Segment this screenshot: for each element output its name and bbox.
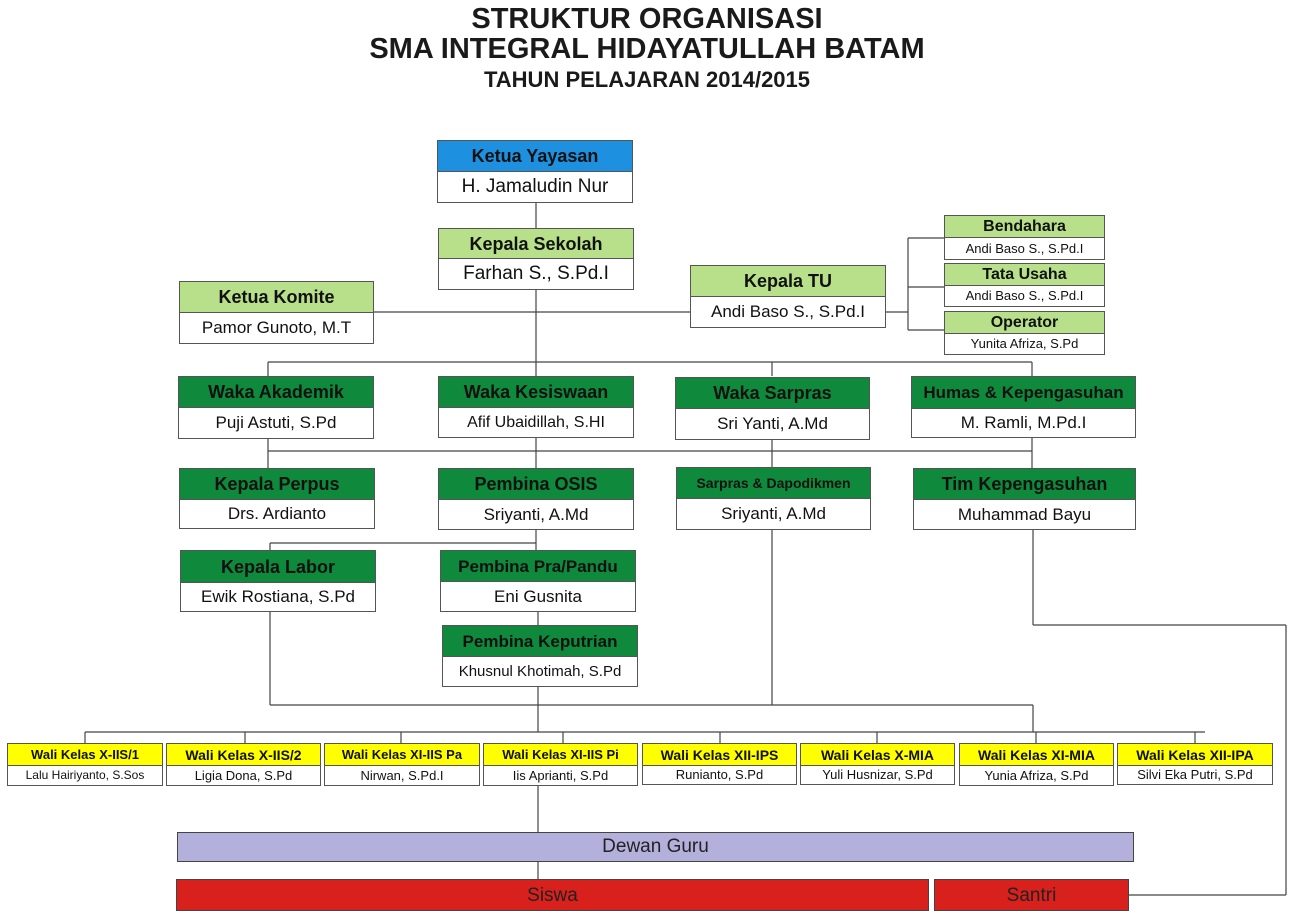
wali-kelas-name: Yunia Afriza, S.Pd: [960, 766, 1113, 785]
kepala-tu-box: Kepala TU Andi Baso S., S.Pd.I: [690, 265, 886, 328]
wali-kelas-role: Wali Kelas X-IIS/1: [8, 744, 162, 766]
wali-kelas-name: Ligia Dona, S.Pd: [167, 766, 320, 785]
wali-kelas-role: Wali Kelas XI-IIS Pa: [325, 744, 479, 766]
wali-kelas-name: Runianto, S.Pd: [643, 766, 796, 784]
waka-akademik-role: Waka Akademik: [179, 377, 373, 408]
kepala-tu-role: Kepala TU: [691, 266, 885, 297]
pembina-keputrian-name: Khusnul Khotimah, S.Pd: [443, 657, 637, 686]
kepala-sekolah-role: Kepala Sekolah: [439, 229, 633, 259]
santri-bar: Santri: [934, 879, 1129, 911]
wali-kelas-box: Wali Kelas XII-IPA Silvi Eka Putri, S.Pd: [1117, 743, 1273, 785]
siswa-bar: Siswa: [176, 879, 929, 911]
kepala-sekolah-name: Farhan S., S.Pd.I: [439, 259, 633, 289]
operator-role: Operator: [945, 312, 1104, 334]
bendahara-box: Bendahara Andi Baso S., S.Pd.I: [944, 215, 1105, 260]
wali-kelas-role: Wali Kelas XI-IIS Pi: [484, 744, 637, 766]
pembina-keputrian-role: Pembina Keputrian: [443, 626, 637, 657]
wali-kelas-name: Yuli Husnizar, S.Pd: [801, 766, 954, 784]
ketua-komite-name: Pamor Gunoto, M.T: [180, 313, 373, 343]
wali-kelas-box: Wali Kelas X-MIA Yuli Husnizar, S.Pd: [800, 743, 955, 785]
waka-sarpras-name: Sri Yanti, A.Md: [676, 409, 869, 439]
pembina-pramuka-name: Eni Gusnita: [441, 582, 635, 611]
kepala-labor-box: Kepala Labor Ewik Rostiana, S.Pd: [180, 550, 376, 612]
wali-kelas-name: Silvi Eka Putri, S.Pd: [1118, 766, 1272, 784]
wali-kelas-name: Nirwan, S.Pd.I: [325, 766, 479, 785]
wali-kelas-box: Wali Kelas X-IIS/2 Ligia Dona, S.Pd: [166, 743, 321, 786]
tata-usaha-box: Tata Usaha Andi Baso S., S.Pd.I: [944, 263, 1105, 307]
waka-akademik-name: Puji Astuti, S.Pd: [179, 408, 373, 438]
pembina-pramuka-role: Pembina Pra/Pandu: [441, 551, 635, 582]
humas-box: Humas & Kepengasuhan M. Ramli, M.Pd.I: [911, 376, 1136, 438]
kepala-labor-name: Ewik Rostiana, S.Pd: [181, 583, 375, 611]
wali-kelas-name: Lalu Hairiyanto, S.Sos: [8, 766, 162, 785]
wali-kelas-role: Wali Kelas XII-IPA: [1118, 744, 1272, 766]
chart-title: STRUKTUR ORGANISASI: [471, 3, 823, 35]
ketua-yayasan-box: Ketua Yayasan H. Jamaludin Nur: [437, 140, 633, 203]
sarpras-dapodikmen-box: Sarpras & Dapodikmen Sriyanti, A.Md: [676, 467, 871, 530]
operator-box: Operator Yunita Afriza, S.Pd: [944, 311, 1105, 355]
dewan-guru-bar: Dewan Guru: [177, 832, 1134, 862]
kepala-labor-role: Kepala Labor: [181, 551, 375, 583]
ketua-komite-role: Ketua Komite: [180, 282, 373, 313]
wali-kelas-box: Wali Kelas XI-MIA Yunia Afriza, S.Pd: [959, 743, 1114, 786]
sarpras-dapodikmen-name: Sriyanti, A.Md: [677, 499, 870, 529]
wali-kelas-role: Wali Kelas XI-MIA: [960, 744, 1113, 766]
tim-kepengasuhan-name: Muhammad Bayu: [914, 500, 1135, 529]
waka-sarpras-box: Waka Sarpras Sri Yanti, A.Md: [675, 377, 870, 440]
wali-kelas-box: Wali Kelas XII-IPS Runianto, S.Pd: [642, 743, 797, 785]
waka-akademik-box: Waka Akademik Puji Astuti, S.Pd: [178, 376, 374, 439]
waka-kesiswaan-box: Waka Kesiswaan Afif Ubaidillah, S.HI: [438, 376, 634, 438]
tata-usaha-name: Andi Baso S., S.Pd.I: [945, 286, 1104, 306]
humas-name: M. Ramli, M.Pd.I: [912, 409, 1135, 437]
pembina-osis-role: Pembina OSIS: [439, 469, 633, 500]
ketua-yayasan-role: Ketua Yayasan: [438, 141, 632, 172]
kepala-perpus-name: Drs. Ardianto: [180, 500, 374, 528]
pembina-keputrian-box: Pembina Keputrian Khusnul Khotimah, S.Pd: [442, 625, 638, 687]
pembina-pramuka-box: Pembina Pra/Pandu Eni Gusnita: [440, 550, 636, 612]
operator-name: Yunita Afriza, S.Pd: [945, 334, 1104, 354]
kepala-perpus-role: Kepala Perpus: [180, 469, 374, 500]
tim-kepengasuhan-box: Tim Kepengasuhan Muhammad Bayu: [913, 468, 1136, 530]
academic-year: TAHUN PELAJARAN 2014/2015: [483, 67, 811, 92]
ketua-yayasan-name: H. Jamaludin Nur: [438, 172, 632, 202]
waka-sarpras-role: Waka Sarpras: [676, 378, 869, 409]
waka-kesiswaan-role: Waka Kesiswaan: [439, 377, 633, 408]
wali-kelas-box: Wali Kelas X-IIS/1 Lalu Hairiyanto, S.So…: [7, 743, 163, 786]
tim-kepengasuhan-role: Tim Kepengasuhan: [914, 469, 1135, 500]
kepala-tu-name: Andi Baso S., S.Pd.I: [691, 297, 885, 327]
wali-kelas-role: Wali Kelas X-MIA: [801, 744, 954, 766]
wali-kelas-role: Wali Kelas XII-IPS: [643, 744, 796, 766]
bendahara-name: Andi Baso S., S.Pd.I: [945, 238, 1104, 259]
pembina-osis-box: Pembina OSIS Sriyanti, A.Md: [438, 468, 634, 530]
humas-role: Humas & Kepengasuhan: [912, 377, 1135, 409]
wali-kelas-box: Wali Kelas XI-IIS Pi Iis Aprianti, S.Pd: [483, 743, 638, 786]
bendahara-role: Bendahara: [945, 216, 1104, 238]
wali-kelas-role: Wali Kelas X-IIS/2: [167, 744, 320, 766]
kepala-sekolah-box: Kepala Sekolah Farhan S., S.Pd.I: [438, 228, 634, 290]
pembina-osis-name: Sriyanti, A.Md: [439, 500, 633, 529]
wali-kelas-box: Wali Kelas XI-IIS Pa Nirwan, S.Pd.I: [324, 743, 480, 786]
kepala-perpus-box: Kepala Perpus Drs. Ardianto: [179, 468, 375, 529]
wali-kelas-name: Iis Aprianti, S.Pd: [484, 766, 637, 785]
ketua-komite-box: Ketua Komite Pamor Gunoto, M.T: [179, 281, 374, 344]
sarpras-dapodikmen-role: Sarpras & Dapodikmen: [677, 468, 870, 499]
school-name: SMA INTEGRAL HIDAYATULLAH BATAM: [369, 33, 925, 65]
waka-kesiswaan-name: Afif Ubaidillah, S.HI: [439, 408, 633, 437]
tata-usaha-role: Tata Usaha: [945, 264, 1104, 286]
